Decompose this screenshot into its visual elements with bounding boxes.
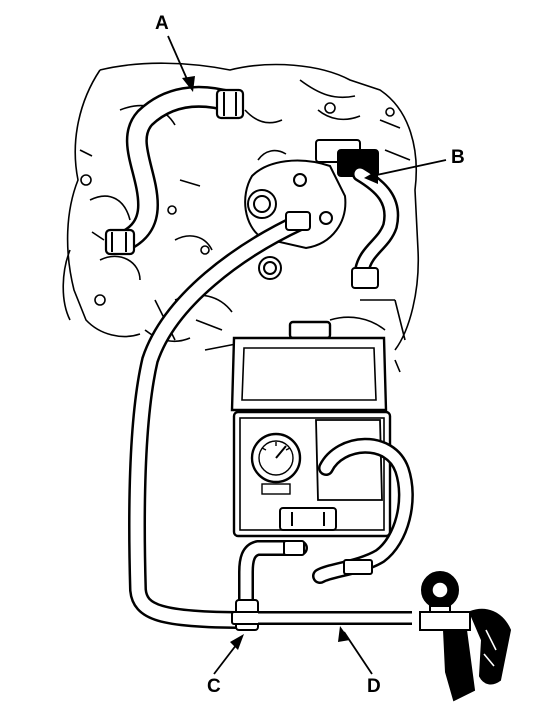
engine-bolts xyxy=(80,102,395,306)
case-to-tee-hose xyxy=(238,540,308,612)
hose-clamp-upper xyxy=(215,88,245,120)
t-fitting xyxy=(231,599,263,631)
leader-arrow-b xyxy=(364,170,378,184)
engine-block xyxy=(62,62,420,373)
leader-line-b xyxy=(371,159,447,177)
hose-clamp-lower xyxy=(104,228,136,256)
tester-case xyxy=(230,320,392,538)
callout-c: C xyxy=(207,676,221,697)
vacuum-pump xyxy=(419,571,512,702)
vacuum-hose xyxy=(128,211,311,629)
case-handle xyxy=(288,320,332,340)
callout-b: B xyxy=(451,147,465,168)
hose-a xyxy=(104,85,245,256)
case-latch xyxy=(279,507,337,531)
purge-valve xyxy=(244,139,400,289)
tester-hose xyxy=(312,437,414,584)
callout-d: D xyxy=(367,676,381,697)
leader-arrow-c xyxy=(230,634,244,650)
callout-a: A xyxy=(155,13,169,34)
leader-arrow-d xyxy=(338,626,350,642)
leader-arrow-a xyxy=(182,76,195,92)
